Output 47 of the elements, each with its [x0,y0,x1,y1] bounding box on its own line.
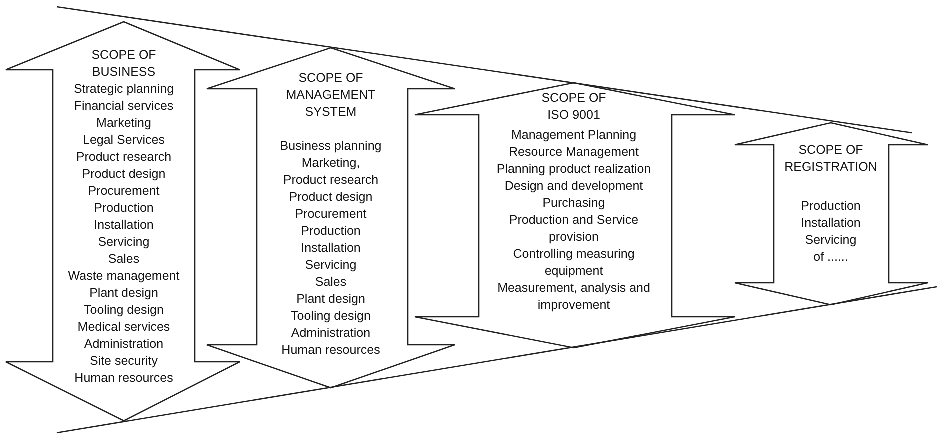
list-item: Production and Service provision [508,212,640,246]
list-item: Management Planning [510,127,638,144]
list-item: Strategic planning [72,81,176,98]
list-item: Administration [83,336,165,353]
list-item: Design and development [504,178,644,195]
list-item: Production [300,223,362,240]
list-item: Product research [282,172,380,189]
heading-text: SCOPE OF BUSINESS [90,47,158,81]
list-item: of ...... [812,249,850,266]
heading-text: SCOPE OF MANAGEMENT SYSTEM [285,70,377,121]
list-item: Procurement [294,206,368,223]
list-item: Production [93,200,155,217]
list-item: Servicing [804,232,858,249]
list-item: Installation [93,217,155,234]
list-item: Site security [88,353,160,370]
list-item: Product research [75,149,173,166]
list-item: Sales [107,251,141,268]
list-item: Medical services [76,319,172,336]
list-item: Plant design [88,285,160,302]
list-item: Servicing [304,257,358,274]
list-item: Planning product realization [496,161,652,178]
list-item: Product design [81,166,167,183]
list-item: Legal Services [82,132,166,149]
list-item: Administration [290,325,372,342]
list-item: Human resources [74,370,174,387]
list-item: Tooling design [83,302,165,319]
list-item: Controlling measuring equipment [512,246,636,280]
heading-text: SCOPE OF ISO 9001 [540,90,608,124]
list-item: Product design [288,189,374,206]
list-item: Marketing [96,115,152,132]
list-item: Tooling design [290,308,372,325]
heading-text: SCOPE OF REGISTRATION [784,142,878,176]
list-item: Financial services [73,98,175,115]
list-item: Waste management [67,268,181,285]
list-item: Human resources [280,342,382,359]
list-item: Servicing [97,234,151,251]
list-item: Sales [314,274,348,291]
list-item: Production [800,198,862,215]
list-item: Measurement, analysis and improvement [496,280,652,314]
list-item: Installation [300,240,362,257]
list-item: Installation [800,215,862,232]
list-item: Business planning [279,138,383,155]
list-item: Resource Management [508,144,640,161]
list-item: Purchasing [542,195,606,212]
list-item: Marketing, [300,155,362,172]
list-item: Procurement [87,183,161,200]
list-item: Plant design [296,291,366,308]
